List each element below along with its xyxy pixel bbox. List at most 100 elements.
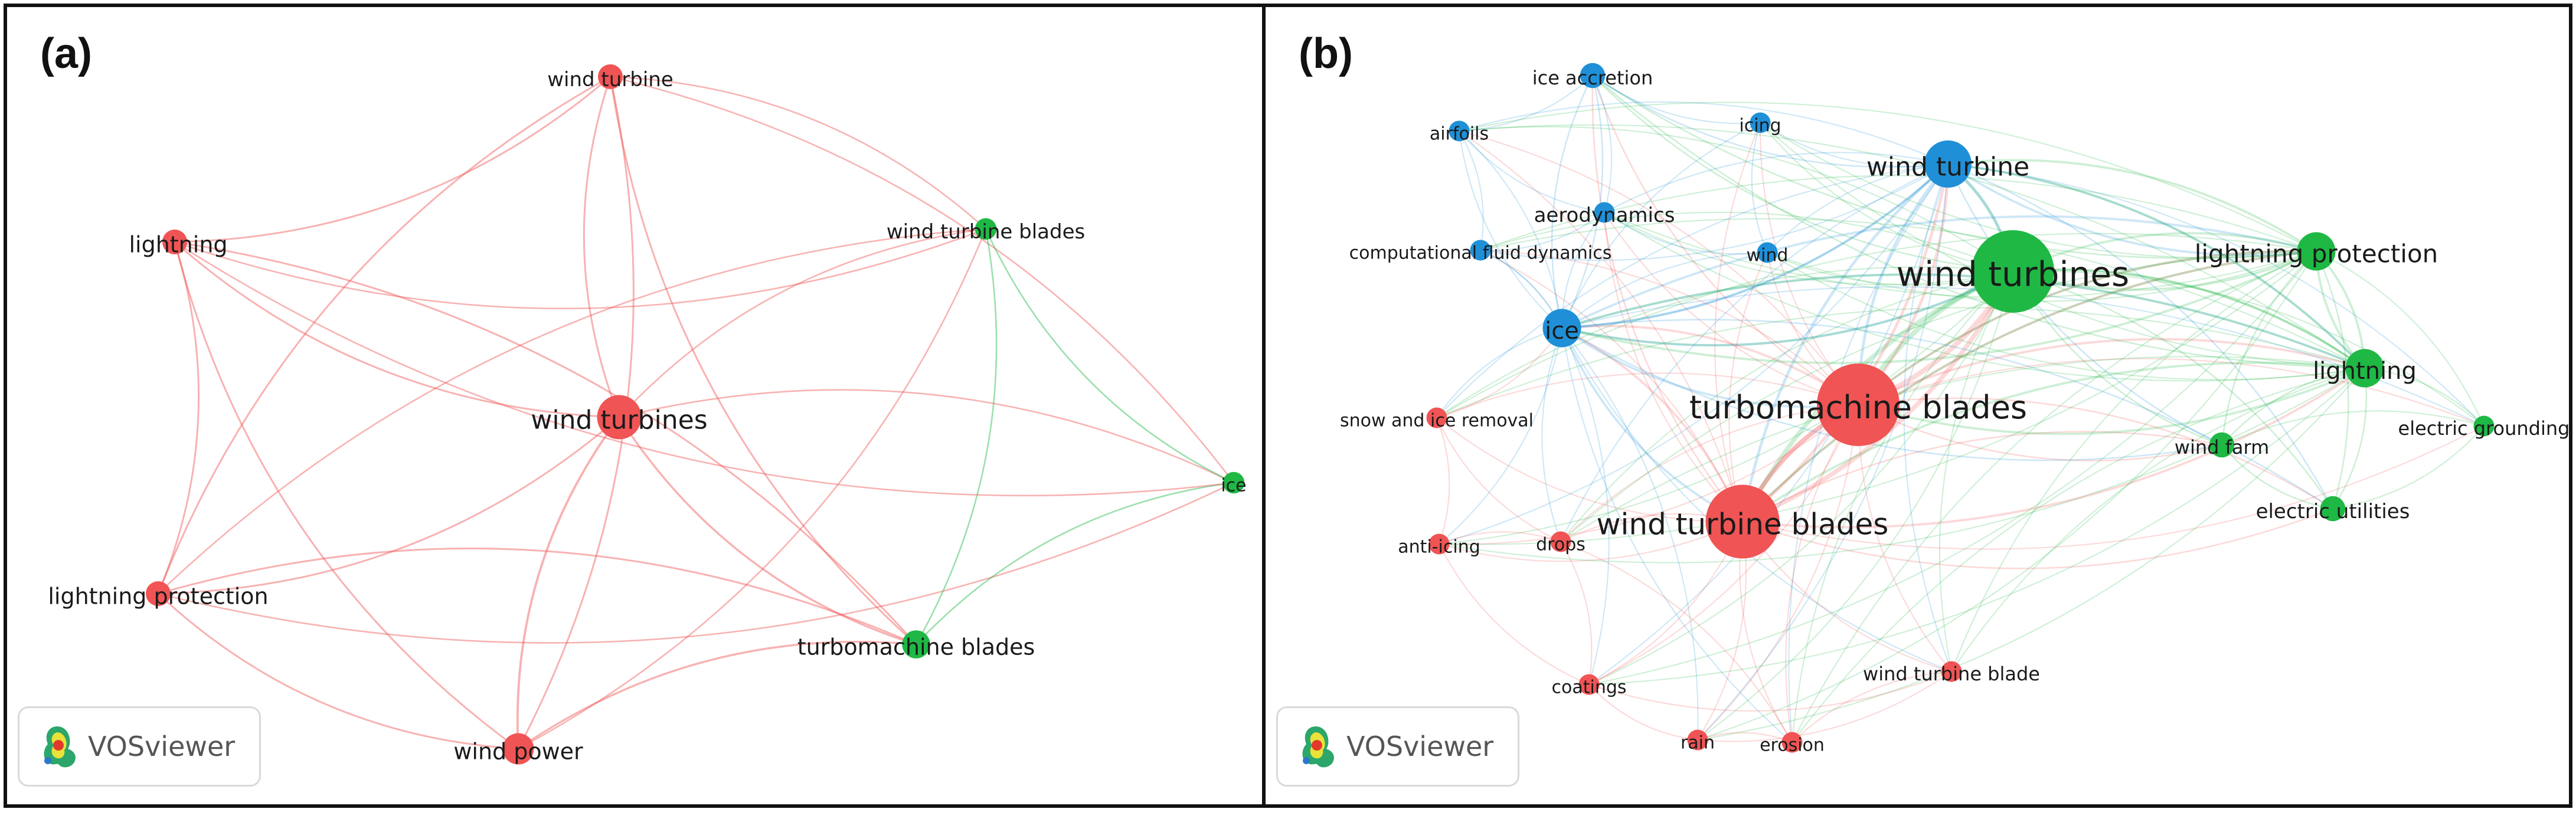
link-wind-turbines--ice <box>619 389 1234 484</box>
node-label-wind-power: wind power <box>453 738 583 764</box>
node-anti-icing[interactable] <box>1428 533 1450 555</box>
link-coatings--wind-turbine-blade <box>1588 671 1952 712</box>
link-lightning-protection--drops <box>1560 250 2317 542</box>
node-label-icing: icing <box>1739 116 1781 136</box>
node-electric-utilities[interactable] <box>2320 496 2346 522</box>
node-label-wind-turbines: wind turbines <box>531 405 707 435</box>
node-snow-and-ice-removal[interactable] <box>1426 407 1447 428</box>
node-rain[interactable] <box>1687 729 1708 751</box>
link-turbomachine-blades--airfoils <box>1459 130 1859 405</box>
node-wind-power[interactable] <box>502 733 534 765</box>
node-lightning[interactable] <box>162 230 187 254</box>
link-wind-turbine--airfoils <box>1459 101 1949 165</box>
node-wind-farm[interactable] <box>2209 432 2235 458</box>
node-erosion[interactable] <box>1781 732 1803 753</box>
link-wind-turbine-blades--ice <box>1561 327 1744 522</box>
node-icing[interactable] <box>1750 112 1771 133</box>
node-drops[interactable] <box>1550 531 1571 552</box>
link-turbomachine-blades--ice <box>1561 325 1859 406</box>
link-wind-turbines--ice-accretion <box>1592 75 2013 273</box>
node-turbomachine-blades[interactable] <box>1817 363 1900 446</box>
link-wind-turbine--anti-icing <box>1439 163 1949 545</box>
node-ice[interactable] <box>1222 471 1245 494</box>
nodes <box>146 64 1245 765</box>
link-lightning-protection--wind <box>1767 251 2317 302</box>
link-wind-turbines--drops <box>1560 270 2013 542</box>
node-wind-turbines[interactable] <box>1972 230 2054 313</box>
node-aerodynamics[interactable] <box>1594 202 1615 223</box>
node-wind-turbine[interactable] <box>1924 140 1972 188</box>
link-ice-accretion--ice <box>1561 75 1604 329</box>
link-wind-turbines--snow-and-ice-removal <box>1436 266 2013 418</box>
link-snow-and-ice-removal--drops <box>1436 417 1561 542</box>
link-turbomachine-blades--computational-fluid-dynamics <box>1480 249 1859 405</box>
link-lightning--erosion <box>1792 367 2365 743</box>
link-wind-turbine-blades--ice-accretion <box>1591 75 1743 522</box>
link-wind-turbines--lightning <box>2012 268 2366 369</box>
link-lightning--snow-and-ice-removal <box>1436 307 2365 418</box>
node-lightning-protection[interactable] <box>2297 232 2336 271</box>
link-wind-turbine--wind-turbine-blades <box>610 76 986 230</box>
node-wind-turbine-blade[interactable] <box>1941 661 1962 682</box>
link-wind-turbine--wind-turbines <box>583 76 620 418</box>
link-aerodynamics--computational-fluid-dynamics <box>1480 212 1605 251</box>
node-label-wind-turbine: wind turbine <box>547 68 674 91</box>
node-label-drops: drops <box>1536 535 1586 555</box>
link-wind-turbine-blades--electric-grounding <box>1742 425 2485 550</box>
node-label-ice: ice <box>1221 476 1246 496</box>
node-wind-turbine-blades[interactable] <box>975 218 997 240</box>
link-lightning-protection--anti-icing <box>1439 251 2317 545</box>
link-wind-turbines--lightning-protection <box>2012 250 2317 291</box>
node-wind[interactable] <box>1757 242 1778 263</box>
node-computational-fluid-dynamics[interactable] <box>1470 240 1491 261</box>
node-airfoils[interactable] <box>1449 120 1470 142</box>
link-wind-turbine-blade--rain <box>1697 671 1952 742</box>
node-label-aerodynamics: aerodynamics <box>1534 204 1675 227</box>
link-wind-turbine--coatings <box>1588 163 1949 685</box>
link-wind-turbines--rain <box>1697 271 2014 741</box>
link-turbomachine-blades--anti-icing <box>1439 404 1859 545</box>
node-electric-grounding[interactable] <box>2473 415 2495 437</box>
link-snow-and-ice-removal--ice <box>1436 328 1562 419</box>
link-ice--lightning <box>1561 273 2365 369</box>
nodes <box>1426 63 2495 753</box>
node-lightning[interactable] <box>2345 349 2384 388</box>
node-ice-accretion[interactable] <box>1580 63 1606 89</box>
link-wind-turbine-blades--lightning-protection <box>1741 250 2317 523</box>
link-wind-turbine--ice <box>1561 163 1949 329</box>
link-wind-turbine-blades--wind-turbines <box>1741 270 2015 524</box>
link-lightning-protection--airfoils <box>1459 101 2317 252</box>
link-ice-accretion--aerodynamics <box>1592 75 1613 213</box>
link-ice--rain <box>1561 328 1699 741</box>
node-coatings[interactable] <box>1578 674 1600 695</box>
node-label-electric-utilities: electric utilities <box>2256 500 2410 523</box>
link-lightning--wind-turbines <box>2012 268 2366 369</box>
link-wind-turbines--computational-fluid-dynamics <box>1480 211 2013 272</box>
node-wind-turbines[interactable] <box>597 395 642 440</box>
node-label-rain: rain <box>1681 733 1715 754</box>
node-wind-turbine-blades[interactable] <box>1705 484 1780 559</box>
link-wind-turbines--erosion <box>1791 271 2013 743</box>
node-lightning-protection[interactable] <box>146 581 171 606</box>
link-lightning-protection--wind-turbine-blades <box>1741 250 2317 523</box>
link-rain--erosion <box>1697 732 1793 743</box>
link-wind-turbine--ice <box>610 76 1235 483</box>
link-wind-turbine-blades--ice <box>985 228 1234 484</box>
node-ice[interactable] <box>1542 309 1581 348</box>
link-lightning-protection--wind-turbine-blade <box>1951 251 2317 672</box>
link-ice--turbomachine-blades <box>1561 327 1859 408</box>
node-wind-turbine[interactable] <box>598 64 623 89</box>
link-airfoils--computational-fluid-dynamics <box>1459 130 1484 251</box>
link-electric-grounding--electric-utilities <box>2332 425 2485 510</box>
link-turbomachine-blades--ice <box>916 482 1234 645</box>
node-turbomachine-blades[interactable] <box>902 630 930 659</box>
link-wind-turbine--snow-and-ice-removal <box>1436 163 1949 418</box>
edges <box>157 76 1235 750</box>
node-label-lightning-protection: lightning protection <box>2195 240 2438 268</box>
link-coatings--rain <box>1588 684 1698 741</box>
node-label-computational-fluid-dynamics: computational fluid dynamics <box>1349 243 1612 264</box>
link-wind-turbines--wind-turbine-blade <box>1938 271 2013 672</box>
link-wind-turbine--drops <box>1560 163 1949 542</box>
link-wind-turbine--wind-farm <box>1947 163 2222 446</box>
